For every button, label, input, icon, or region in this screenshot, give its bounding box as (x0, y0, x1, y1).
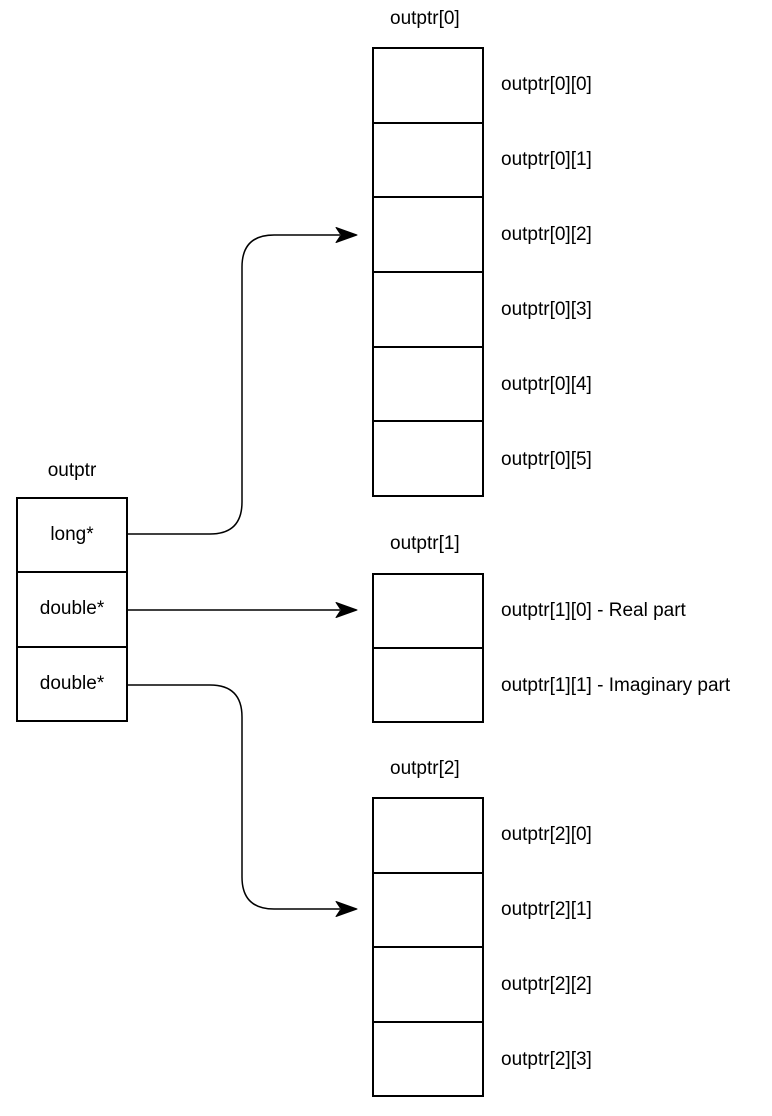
label-outptr2-1: outptr[2][1] (501, 899, 592, 920)
label-outptr1-0: outptr[1][0] - Real part (501, 600, 686, 621)
label-outptr0-4: outptr[0][4] (501, 374, 592, 395)
pointer-box: long* double* double* (16, 497, 128, 722)
array2-cell-0 (374, 799, 482, 872)
pointer-cell-double-2: double* (18, 645, 126, 720)
arrow-long-to-outptr0 (128, 227, 358, 535)
array1-cell-1 (374, 647, 482, 721)
array0-cell-1 (374, 121, 482, 197)
array0-cell-0 (374, 49, 482, 122)
pointer-box-title: outptr (47, 460, 97, 481)
array2-box (372, 797, 484, 1097)
label-outptr0-3: outptr[0][3] (501, 299, 592, 320)
array1-box (372, 573, 484, 723)
label-outptr0-1: outptr[0][1] (501, 149, 592, 170)
array0-cell-5 (374, 420, 482, 495)
array0-cell-3 (374, 271, 482, 346)
arrow-double2-to-outptr2 (128, 684, 358, 917)
array1-cell-0 (374, 575, 482, 647)
label-outptr2-0: outptr[2][0] (501, 824, 592, 845)
array0-cell-4 (374, 345, 482, 421)
array0-cell-2 (374, 196, 482, 271)
array2-cell-2 (374, 946, 482, 1021)
label-outptr1-1: outptr[1][1] - Imaginary part (501, 675, 731, 696)
array2-cell-3 (374, 1020, 482, 1096)
array2-title: outptr[2] (390, 758, 460, 779)
array2-cell-1 (374, 871, 482, 947)
label-outptr2-2: outptr[2][2] (501, 974, 592, 995)
array0-title: outptr[0] (390, 8, 460, 29)
array1-title: outptr[1] (390, 533, 460, 554)
arrow-double1-to-outptr1 (128, 602, 358, 618)
label-outptr2-3: outptr[2][3] (501, 1049, 592, 1070)
label-outptr0-5: outptr[0][5] (501, 449, 592, 470)
array0-box (372, 47, 484, 497)
pointer-cell-double-1: double* (18, 571, 126, 645)
pointer-cell-long: long* (50, 524, 94, 546)
label-outptr0-0: outptr[0][0] (501, 74, 592, 95)
label-outptr0-2: outptr[0][2] (501, 224, 592, 245)
